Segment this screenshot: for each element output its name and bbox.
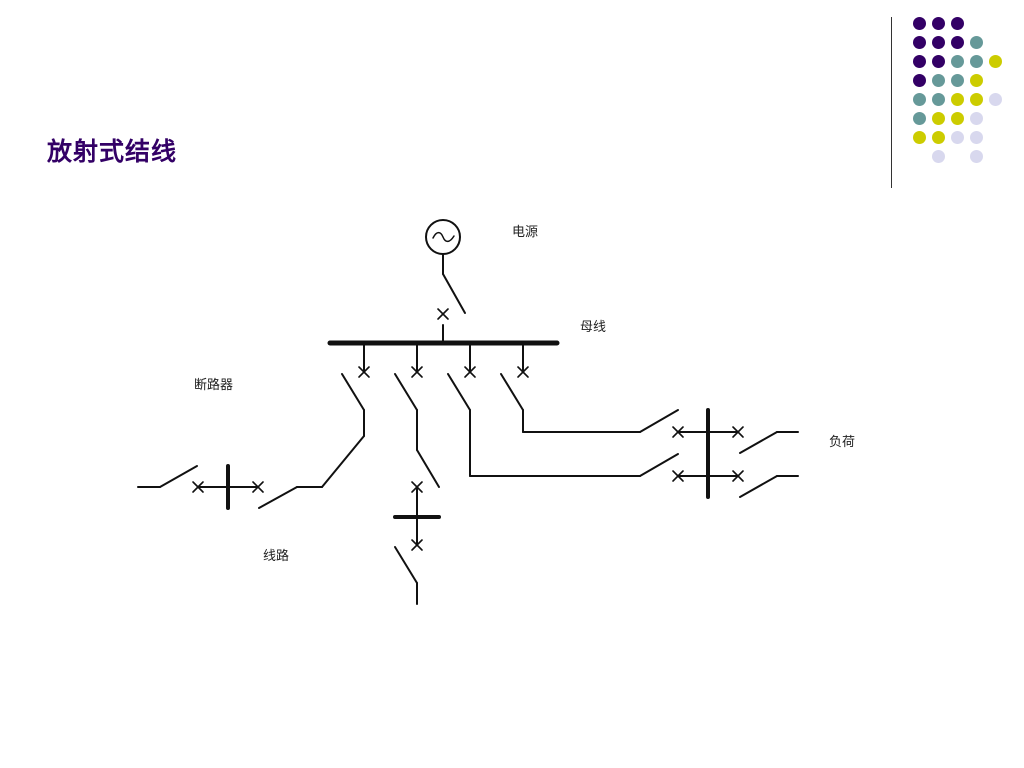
feeder-2	[394, 342, 440, 488]
label-load: 负荷	[829, 435, 856, 450]
feeder-1	[258, 342, 365, 509]
feeder-4	[500, 342, 679, 433]
label-breaker: 断路器	[194, 378, 234, 393]
generator-breaker-x	[437, 308, 449, 320]
feeder-3	[447, 342, 679, 477]
right-substation	[677, 408, 799, 499]
label-line: 线路	[263, 549, 290, 564]
bottom-substation	[393, 486, 441, 605]
left-substation	[137, 464, 259, 510]
feeder-breakers	[358, 366, 529, 378]
left-substation-breakers	[192, 481, 264, 493]
generator-symbol	[425, 219, 466, 343]
bottom-substation-breakers	[411, 481, 423, 551]
header-divider	[891, 17, 892, 188]
label-power-source: 电源	[512, 225, 539, 240]
label-busbar: 母线	[580, 320, 607, 335]
right-substation-breakers	[672, 426, 744, 482]
slide-title: 放射式结线	[47, 137, 178, 166]
